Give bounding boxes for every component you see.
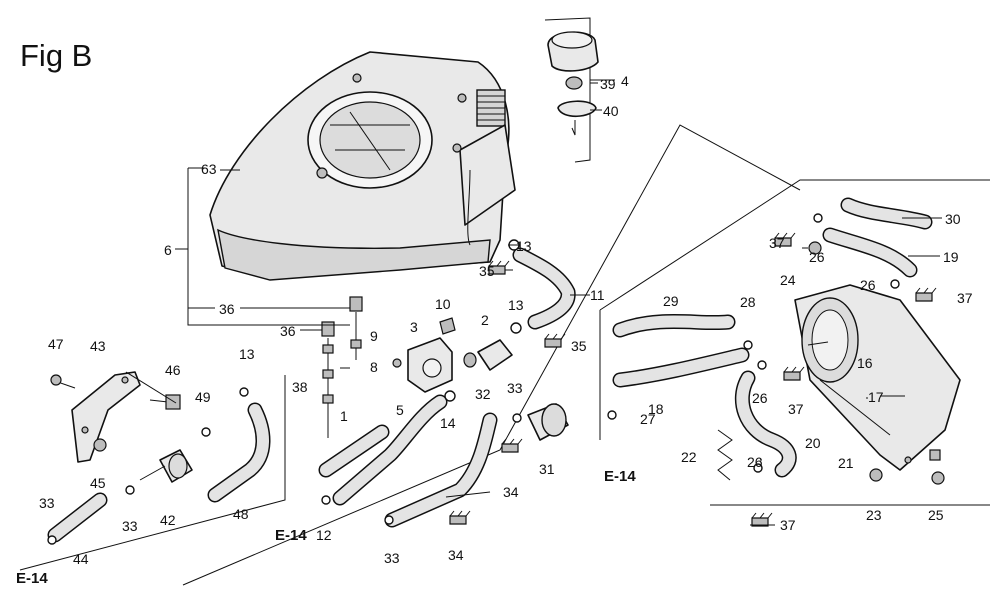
leader-lines (125, 79, 942, 526)
callout-40: 40 (603, 103, 619, 119)
right-assembly (607, 197, 961, 527)
callout-26: 26 (860, 277, 876, 293)
callout-14: 14 (440, 415, 456, 431)
callout-44: 44 (73, 551, 89, 567)
reference-e-14: E-14 (604, 468, 636, 485)
callout-27: 27 (640, 411, 656, 427)
callout-30: 30 (945, 211, 961, 227)
callout-3: 3 (410, 319, 418, 335)
callout-36: 36 (280, 323, 296, 339)
callout-34: 34 (503, 484, 519, 500)
callout-5: 5 (396, 402, 404, 418)
callout-1: 1 (340, 408, 348, 424)
callout-37: 37 (957, 290, 973, 306)
callout-47: 47 (48, 336, 64, 352)
callout-38: 38 (292, 379, 308, 395)
callout-33: 33 (507, 380, 523, 396)
callout-39: 39 (600, 76, 616, 92)
callout-26: 26 (747, 454, 763, 470)
center-components (318, 296, 569, 528)
callout-18: 18 (648, 401, 664, 417)
callout-31: 31 (539, 461, 555, 477)
callout-28: 28 (740, 294, 756, 310)
callout-35: 35 (571, 338, 587, 354)
callout-49: 49 (195, 389, 211, 405)
figure-title: Fig B (20, 38, 93, 73)
callout-26: 26 (809, 249, 825, 265)
callout-21: 21 (838, 455, 854, 471)
shroud-assembly (209, 51, 516, 281)
fuel-hose-11 (488, 239, 576, 348)
callout-23: 23 (866, 507, 882, 523)
callout-20: 20 (805, 435, 821, 451)
reference-e-14: E-14 (16, 570, 48, 587)
callout-42: 42 (160, 512, 176, 528)
callout-33: 33 (384, 550, 400, 566)
callout-46: 46 (165, 362, 181, 378)
callout-4: 4 (621, 73, 629, 89)
callout-63: 63 (201, 161, 217, 177)
callout-34: 34 (448, 547, 464, 563)
callout-19: 19 (943, 249, 959, 265)
callout-37: 37 (788, 401, 804, 417)
callout-35: 35 (479, 263, 495, 279)
callout-17: 17 (868, 389, 884, 405)
callout-22: 22 (681, 449, 697, 465)
callout-10: 10 (435, 296, 451, 312)
callout-13: 13 (508, 297, 524, 313)
fuel-cap-assembly (544, 17, 599, 163)
section-boundaries (19, 124, 990, 586)
callout-29: 29 (663, 293, 679, 309)
callout-26: 26 (752, 390, 768, 406)
callout-45: 45 (90, 475, 106, 491)
callout-6: 6 (164, 242, 172, 258)
left-bracket-assembly (47, 371, 271, 545)
callout-16: 16 (857, 355, 873, 371)
callout-48: 48 (233, 506, 249, 522)
callout-11: 11 (590, 287, 605, 303)
callout-37: 37 (769, 235, 785, 251)
callout-25: 25 (928, 507, 944, 523)
callout-32: 32 (475, 386, 491, 402)
callout-13: 13 (239, 346, 255, 362)
callout-2: 2 (481, 312, 489, 328)
callout-13: 13 (516, 238, 532, 254)
callout-24: 24 (780, 272, 796, 288)
reference-e-14: E-14 (275, 527, 307, 544)
callout-43: 43 (90, 338, 106, 354)
callout-9: 9 (370, 328, 378, 344)
callout-37: 37 (780, 517, 796, 533)
callout-8: 8 (370, 359, 378, 375)
callout-36: 36 (219, 301, 235, 317)
callout-12: 12 (316, 527, 332, 543)
callout-33: 33 (122, 518, 138, 534)
callout-labels: 63 6 36 36 13 35 11 13 35 39 40 4 10 3 2… (16, 73, 973, 587)
callout-33: 33 (39, 495, 55, 511)
